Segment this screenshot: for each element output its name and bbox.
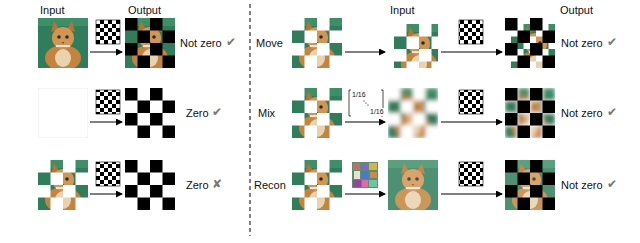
check-mark: ✔ [607, 178, 617, 191]
masked-output [125, 160, 175, 210]
column-header: Output [128, 4, 161, 16]
masked-output [505, 18, 561, 77]
result-label: Zero [186, 107, 209, 119]
column-header: Input [40, 4, 64, 16]
mask-board [96, 20, 120, 186]
masked-cat [292, 88, 342, 141]
cross-mark: ✘ [212, 178, 222, 191]
masked-cat [292, 18, 342, 71]
result-label: Not zero [180, 37, 222, 49]
operation-label: Mix [258, 107, 275, 119]
blank-image [38, 88, 88, 138]
cat-image [38, 18, 88, 71]
divider [250, 4, 251, 236]
masked-output [125, 88, 175, 138]
masked-output [505, 88, 555, 141]
check-mark: ✔ [212, 106, 222, 119]
matrix-dots [363, 100, 368, 105]
masked-cat [292, 160, 342, 213]
arrow [90, 52, 122, 194]
result-label: Zero [186, 179, 209, 191]
masked-output [125, 18, 175, 71]
column-header: Output [560, 4, 593, 16]
operation-label: Recon [254, 179, 286, 191]
check-mark: ✔ [607, 106, 617, 119]
column-header: Input [390, 4, 414, 16]
check-mark: ✔ [226, 36, 236, 49]
check-mark: ✔ [607, 36, 617, 49]
moved-cat [388, 18, 444, 77]
result-label: Not zero [561, 107, 603, 119]
masked-output [505, 160, 555, 213]
result-label: Not zero [561, 179, 603, 191]
matrix-entry: 1/16 [351, 91, 367, 99]
operation-label: Move [256, 37, 283, 49]
reconstructed-cat [388, 160, 438, 213]
mixed-cat [388, 88, 438, 141]
result-label: Not zero [561, 37, 603, 49]
matrix-entry: 1/16 [369, 108, 385, 116]
collage-image [352, 162, 378, 188]
masked-cat [38, 160, 88, 213]
mask-board [459, 20, 483, 186]
